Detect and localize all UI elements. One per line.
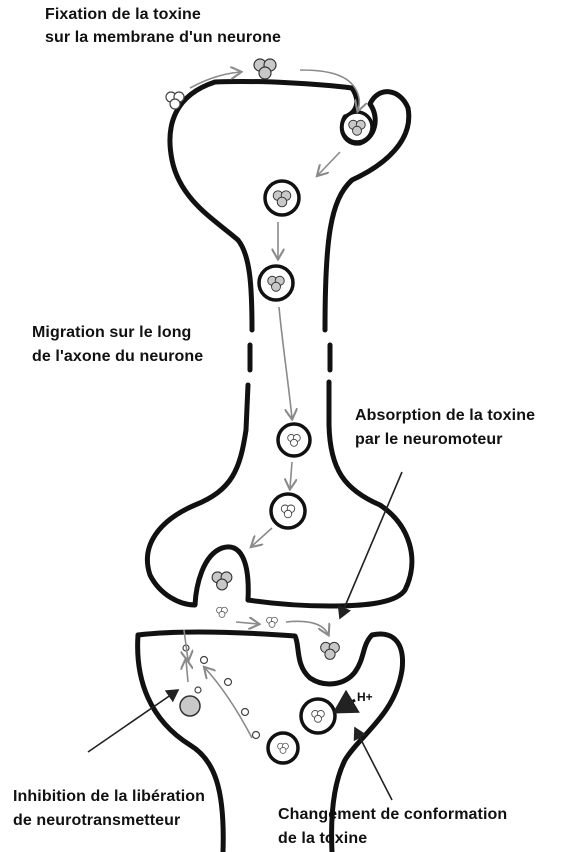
- toxin-cleft-2: [267, 617, 278, 627]
- flow-arrow: [186, 660, 188, 682]
- vesicle-axon: [278, 424, 310, 456]
- upper-neuron-membrane-right: [215, 81, 409, 330]
- upper-neuron-membrane-left: [170, 82, 252, 330]
- flow-arrow: [290, 462, 292, 488]
- flow-arrow: [252, 528, 272, 546]
- vesicle-acid: [301, 699, 335, 733]
- pointer-changement: [355, 728, 392, 800]
- label-changement-line2: de la toxine: [278, 828, 367, 849]
- label-inhibition-line1: Inhibition de la libération: [13, 786, 205, 807]
- toxin-exocytosis: [212, 572, 232, 590]
- label-migration-line2: de l'axone du neurone: [32, 346, 203, 367]
- vesicle-terminal: [271, 494, 305, 528]
- fragment: [225, 679, 232, 686]
- flow-arrow: [318, 152, 340, 175]
- label-absorption-line1: Absorption de la toxine: [355, 405, 535, 426]
- label-fixation-line2: sur la membrane d'un neurone: [45, 27, 281, 48]
- flow-arrow: [236, 622, 258, 624]
- fragment: [253, 732, 260, 739]
- flow-arrow: [279, 307, 292, 418]
- fragment: [195, 687, 201, 693]
- label-changement-line1: Changement de conformation: [278, 804, 507, 825]
- terminal-membrane-left: [147, 430, 248, 605]
- label-migration-line1: Migration sur le long: [32, 322, 191, 343]
- axon-left-wall-2: [246, 385, 248, 430]
- label-proton: H+: [357, 690, 373, 704]
- fragment: [242, 709, 249, 716]
- label-absorption-line2: par le neuromoteur: [355, 429, 503, 450]
- toxin-cleft-1: [217, 607, 228, 617]
- neurotransmitter-vesicle: [180, 696, 200, 716]
- vesicle-upper-2: [259, 266, 293, 300]
- flow-arrow: [286, 621, 328, 634]
- toxin-receptor: [321, 642, 340, 659]
- label-inhibition-line2: de neurotransmetteur: [13, 810, 180, 831]
- proton-arrow: [335, 700, 355, 712]
- vesicle-endocytosis-top: [342, 112, 372, 142]
- vesicle-lower: [268, 733, 298, 763]
- fragment: [201, 657, 208, 664]
- toxin-bound-membrane: [254, 59, 276, 79]
- label-fixation-line1: Fixation de la toxine: [45, 4, 201, 25]
- vesicle-upper-1: [265, 181, 299, 215]
